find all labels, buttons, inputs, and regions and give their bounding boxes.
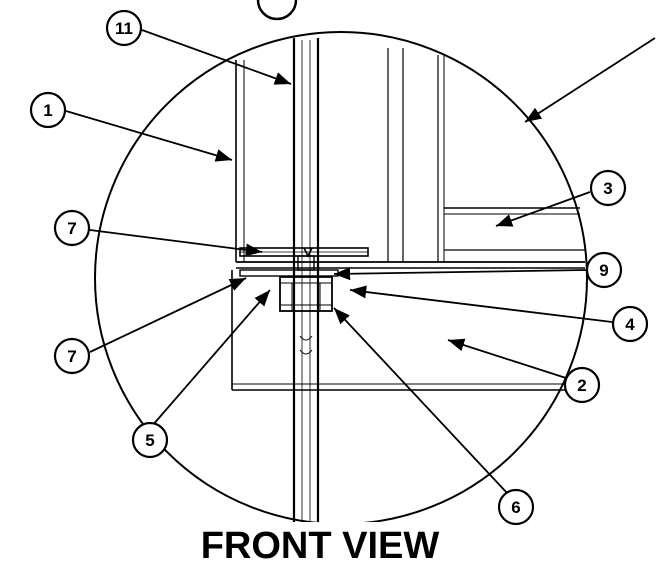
detail-circle xyxy=(94,31,588,525)
svg-text:6: 6 xyxy=(511,498,520,517)
callout-9: 9 xyxy=(585,251,623,289)
callout-1: 1 xyxy=(29,91,67,129)
leader-5 xyxy=(151,289,271,427)
svg-text:5: 5 xyxy=(145,431,154,450)
leader-9 xyxy=(333,267,587,281)
leader-3 xyxy=(495,191,591,227)
view-title: FRONT VIEW xyxy=(201,525,440,567)
callout-3: 3 xyxy=(589,169,627,207)
svg-text:3: 3 xyxy=(603,179,612,198)
partial-callout-circle xyxy=(256,0,298,21)
leader-7a xyxy=(89,229,263,257)
callout-6: 6 xyxy=(497,488,535,526)
callout-7-lower: 7 xyxy=(53,337,91,375)
callout-7-upper: 7 xyxy=(53,209,91,247)
svg-text:7: 7 xyxy=(67,219,76,238)
leader-6 xyxy=(333,307,509,495)
svg-text:1: 1 xyxy=(43,101,52,120)
leader-7b xyxy=(89,277,247,353)
assembly-structure xyxy=(231,38,585,530)
callout-2: 2 xyxy=(563,366,601,404)
leader-lines xyxy=(65,29,656,495)
svg-text:7: 7 xyxy=(67,347,76,366)
leader-11 xyxy=(141,29,292,85)
svg-text:11: 11 xyxy=(115,19,133,38)
callout-11: 11 xyxy=(105,9,143,47)
leader-1 xyxy=(65,110,233,162)
svg-text:2: 2 xyxy=(577,376,586,395)
leader-2 xyxy=(447,338,567,379)
callout-4: 4 xyxy=(611,305,649,343)
callout-5: 5 xyxy=(131,421,169,459)
svg-text:4: 4 xyxy=(625,315,635,334)
leader-top-right xyxy=(524,37,656,123)
svg-text:9: 9 xyxy=(599,261,608,280)
title-backdrop xyxy=(194,522,448,566)
leader-4 xyxy=(349,285,613,323)
